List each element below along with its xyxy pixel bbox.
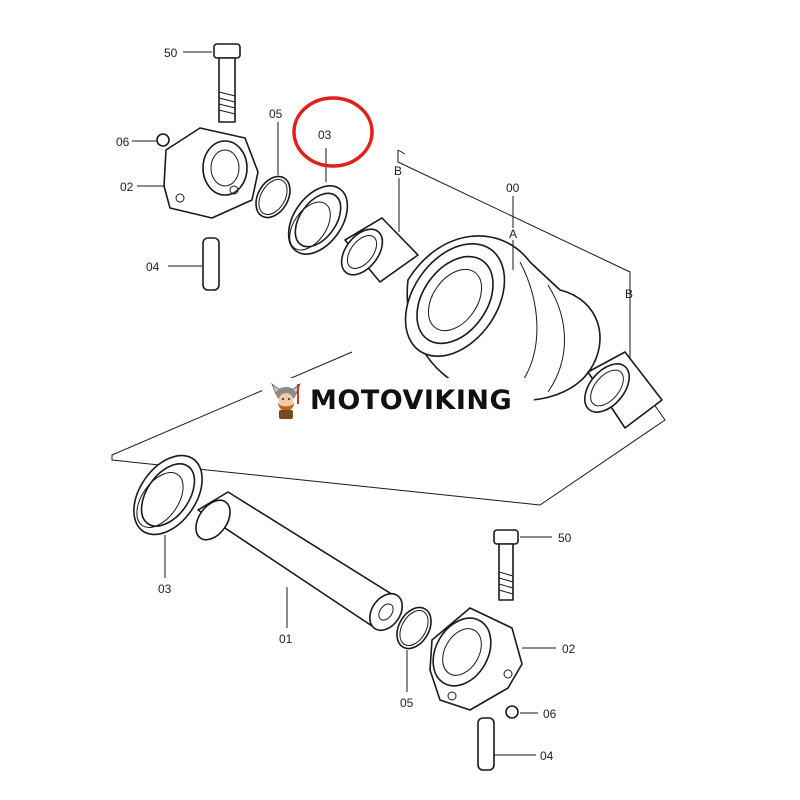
oring-bottom (396, 606, 432, 650)
bolt-top (213, 43, 241, 123)
collar-bottom (429, 607, 523, 719)
label-nut-bottom: 06 (543, 707, 557, 721)
seal-top (287, 185, 349, 255)
label-bushing-right: B (625, 287, 633, 301)
pin-top (202, 237, 220, 291)
label-shaft: 01 (279, 632, 293, 646)
collar-top (156, 127, 259, 219)
bushing-top (340, 217, 419, 283)
label-oring-bottom: 05 (400, 696, 414, 710)
label-collar-top: 02 (120, 180, 134, 194)
label-bolt-bottom: 50 (558, 531, 572, 545)
seal-bottom (133, 454, 203, 536)
viking-mascot-icon (271, 382, 301, 419)
label-bushing-top: B (394, 164, 402, 178)
label-bolt-top: 50 (164, 46, 178, 60)
label-nut-top: 06 (116, 135, 130, 149)
brand-name: MOTOVIKING (310, 384, 513, 416)
label-seal-top: 03 (318, 128, 332, 142)
label-collar-bottom: 02 (562, 642, 576, 656)
label-oring-top: 05 (269, 107, 283, 121)
label-pin-bottom: 04 (540, 749, 554, 763)
label-pin-top: 04 (146, 260, 160, 274)
label-roller-a: A (509, 227, 517, 241)
shaft (195, 491, 404, 632)
roller-assembly (404, 235, 601, 402)
label-assembly: 00 (506, 181, 520, 195)
bushing-right (583, 351, 663, 429)
highlight-circle (292, 96, 374, 168)
oring-top (255, 175, 291, 219)
brand-watermark: MOTOVIKING (262, 378, 534, 422)
label-seal-bottom: 03 (158, 582, 172, 596)
pin-bottom (477, 717, 495, 771)
bolt-bottom (493, 529, 519, 601)
